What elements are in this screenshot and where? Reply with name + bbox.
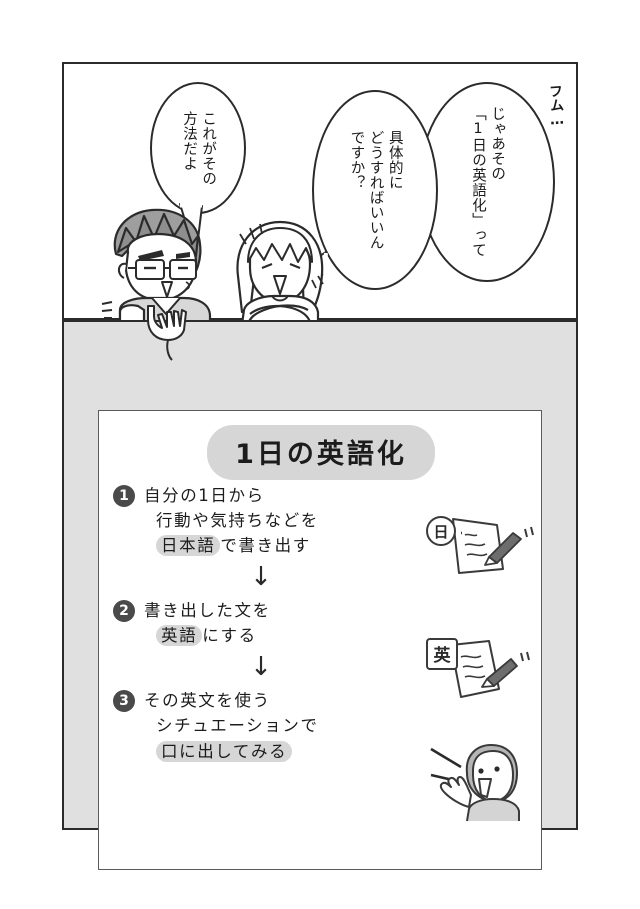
speech-bubble-teacher: これがその 方法だよ	[150, 82, 246, 214]
highlight-term: 日本語	[156, 535, 221, 557]
board-title: 1日の英語化	[207, 425, 435, 480]
speech-bubble-text: これがその 方法だよ	[181, 110, 217, 186]
step-item: 2 書き出した文を 英語にする	[99, 598, 543, 648]
character-man-with-glasses	[101, 208, 212, 322]
step-item: 1 自分の1日から 行動や気持ちなどを 日本語で書き出す	[99, 483, 543, 558]
step-line-rest: で書き出す	[220, 536, 311, 556]
step-lines: 書き出した文を 英語にする	[144, 598, 543, 648]
step-item: 3 その英文を使う シチュエーションで 口に出してみる	[99, 688, 543, 763]
flow-arrow: ↓	[250, 652, 272, 683]
illustration-badge-label: 英	[434, 645, 452, 666]
step-line: シチュエーションで	[156, 716, 319, 736]
steps-list: 1 自分の1日から 行動や気持ちなどを 日本語で書き出す ↓ 2 書き出した文を…	[99, 483, 543, 764]
step-line-rest: にする	[202, 626, 257, 646]
step-line: その英文を使う	[144, 691, 271, 711]
pointing-hand	[147, 305, 187, 361]
step-line-highlighted: 口に出してみる	[144, 739, 543, 764]
illustration-person-speaking	[430, 743, 520, 822]
step-line: 書き出した文を	[144, 601, 271, 621]
speech-bubble-text: 具体的に どうすればいいん ですか？	[348, 130, 403, 250]
comic-panel-top: フム… じゃあその 「1日の英語化」って 具体的に どうすればいいん ですか？ …	[62, 62, 578, 361]
illustration-paper-pen-en: 英	[426, 638, 530, 698]
speech-bubble-student-question-1: じゃあその 「1日の英語化」って	[419, 82, 555, 282]
instruction-board: 1日の英語化 1 自分の1日から 行動や気持ちなどを 日本語で書き出す ↓ 2	[98, 410, 542, 870]
step-lines: 自分の1日から 行動や気持ちなどを 日本語で書き出す	[144, 483, 543, 558]
character-woman	[236, 220, 324, 325]
mumble-text: フム…	[546, 83, 566, 129]
highlight-term: 英語	[156, 625, 203, 647]
step-number: 2	[113, 600, 135, 623]
step-number: 1	[113, 485, 135, 507]
step-lines: その英文を使う シチュエーションで 口に出してみる	[144, 688, 543, 763]
speech-bubble-text: じゃあその 「1日の英語化」って	[470, 106, 506, 258]
board-title-wrap: 1日の英語化	[99, 425, 543, 480]
step-number: 3	[113, 690, 135, 713]
step-line-highlighted: 英語にする	[144, 623, 543, 648]
flow-arrow: ↓	[250, 562, 272, 593]
comic-strip: フム… じゃあその 「1日の英語化」って 具体的に どうすればいいん ですか？ …	[62, 62, 578, 870]
speech-bubble-student-question-2: 具体的に どうすればいいん ですか？	[312, 90, 438, 290]
illustration-paper-pencil-jp: 日	[426, 516, 534, 574]
highlight-term: 口に出してみる	[156, 740, 293, 762]
illustration-badge-label: 日	[433, 523, 448, 541]
step-line: 自分の1日から	[144, 486, 265, 505]
step-line-highlighted: 日本語で書き出す	[144, 533, 543, 558]
step-line: 行動や気持ちなどを	[156, 511, 319, 531]
